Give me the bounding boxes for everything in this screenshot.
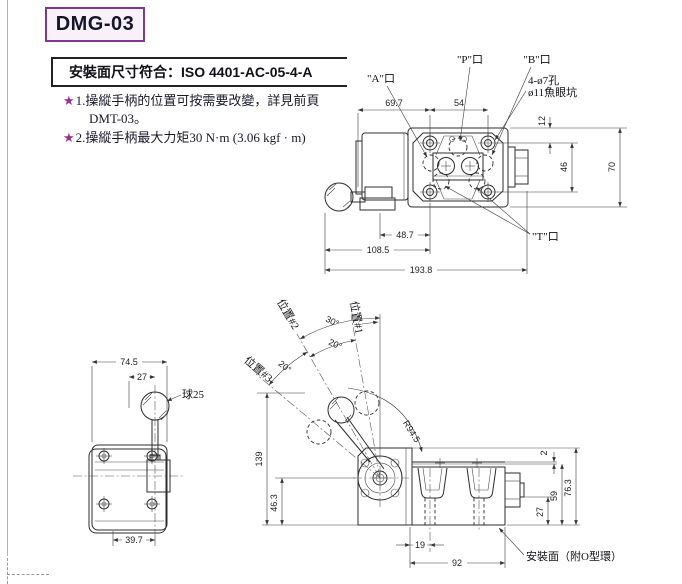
valve-body-top [324, 127, 529, 212]
ball-label: 球25 [182, 387, 204, 401]
dim-27-side: 27 [535, 507, 545, 517]
position-1-line [350, 314, 381, 479]
star-icon: ★ [63, 130, 75, 145]
end-plug-side [504, 472, 525, 508]
side-view-angle-dims: 30° 20° 20° 位置#1 位置#2 位置#3 R94.5 [241, 296, 422, 444]
port-cavity-1 [417, 467, 448, 552]
port-cavity-2 [466, 467, 497, 530]
lever-handle-side [327, 396, 385, 470]
dim-70: 70 [607, 162, 617, 172]
top-view-dimensions: 69.7 54 12 46 70 48.7 108.5 193. [324, 98, 627, 275]
bolt-note-line2: ø11魚眼坑 [528, 85, 577, 99]
bolt-note-line1: 4-ø7孔 [528, 74, 559, 87]
note-1-continued: DMT-03。 [89, 111, 148, 126]
side-view-dimensions: 139 46.3 19 92 2 27 59 76 [254, 392, 622, 568]
bolt-holes [420, 133, 498, 202]
dim-59: 59 [549, 491, 559, 501]
top-view-port-labels: "A"口 "P"口 "B"口 4-ø7孔 ø11魚眼坑 "T"口 [367, 54, 577, 243]
side-view-drawing: 30° 20° 20° 位置#1 位置#2 位置#3 R94.5 139 46.… [241, 296, 622, 568]
dim-54: 54 [454, 98, 464, 108]
angle-20a: 20° [327, 337, 344, 352]
dim-27-end: 27 [137, 372, 147, 382]
bolt-holes-end [96, 448, 160, 512]
note-2: ★2.操縱手柄最大力矩30 N·m (3.06 kgf · m) [63, 129, 353, 147]
end-view-drawing: 74.5 27 球25 39.7 [73, 357, 204, 546]
star-icon: ★ [63, 93, 75, 108]
end-view-dimensions: 74.5 27 球25 39.7 [91, 357, 204, 546]
dim-19: 19 [415, 540, 425, 550]
note-2-text: 2.操縱手柄最大力矩30 N·m (3.06 kgf · m) [75, 130, 306, 145]
notes-block: ★1.操縱手柄的位置可按需要改變，詳見前頁 DMT-03。 ★2.操縱手柄最大力… [63, 92, 353, 147]
position-3-label: 位置#3 [241, 353, 276, 385]
dim-46: 46 [559, 162, 569, 172]
end-plug-hex [507, 146, 529, 188]
swing-radius-arc [347, 387, 423, 453]
angle-20b: 20° [276, 359, 293, 376]
dim-92: 92 [452, 558, 462, 568]
page-margin-line [7, 0, 8, 556]
position-2-line [296, 333, 381, 479]
dim-46-3: 46.3 [269, 494, 279, 512]
port-a-hole [422, 154, 440, 172]
lever-ball-end [140, 391, 170, 421]
note-1-text: 1.操縱手柄的位置可按需要改變，詳見前頁 [75, 93, 320, 108]
page-margin-dash [7, 558, 8, 584]
port-b-hole [476, 154, 494, 172]
position-3-line [255, 373, 381, 479]
page-margin-dash-horizontal [7, 574, 49, 575]
port-label-b: "B"口 [523, 54, 550, 66]
dim-39-7: 39.7 [125, 535, 143, 545]
port-label-p: "P"口 [457, 54, 483, 66]
note-1: ★1.操縱手柄的位置可按需要改變，詳見前頁 [63, 92, 353, 110]
dim-108-5: 108.5 [367, 245, 390, 255]
port-p-hole [448, 137, 468, 157]
port-label-t: "T"口 [532, 231, 559, 243]
position-1-label: 位置#1 [347, 300, 367, 335]
dim-193-8: 193.8 [410, 265, 433, 275]
lever-phantom-pos3 [306, 419, 332, 445]
mount-surface-label: 安裝面（附O型環） [526, 549, 622, 563]
valve-body-end [73, 385, 183, 536]
port-t1-hole [432, 172, 450, 190]
position-2-label: 位置#2 [274, 296, 303, 332]
radius-label: R94.5 [401, 419, 422, 445]
dim-69-7: 69.7 [385, 98, 403, 108]
port-label-a: "A"口 [367, 73, 395, 85]
lever-phantom-pos1 [354, 390, 380, 416]
model-title: DMG-03 [45, 7, 145, 42]
mounting-spec: 安裝面尺寸符合：ISO 4401-AC-05-4-A [51, 57, 347, 87]
dim-48-7: 48.7 [396, 230, 414, 240]
valve-body-side [255, 314, 580, 552]
dim-12: 12 [537, 116, 547, 126]
dim-74-5: 74.5 [120, 357, 138, 367]
dim-76-3: 76.3 [563, 479, 573, 497]
dim-139: 139 [254, 451, 264, 466]
dim-2: 2 [539, 450, 549, 455]
lever-handle-top [324, 182, 396, 212]
top-view-drawing: 69.7 54 12 46 70 48.7 108.5 193. [324, 54, 627, 275]
